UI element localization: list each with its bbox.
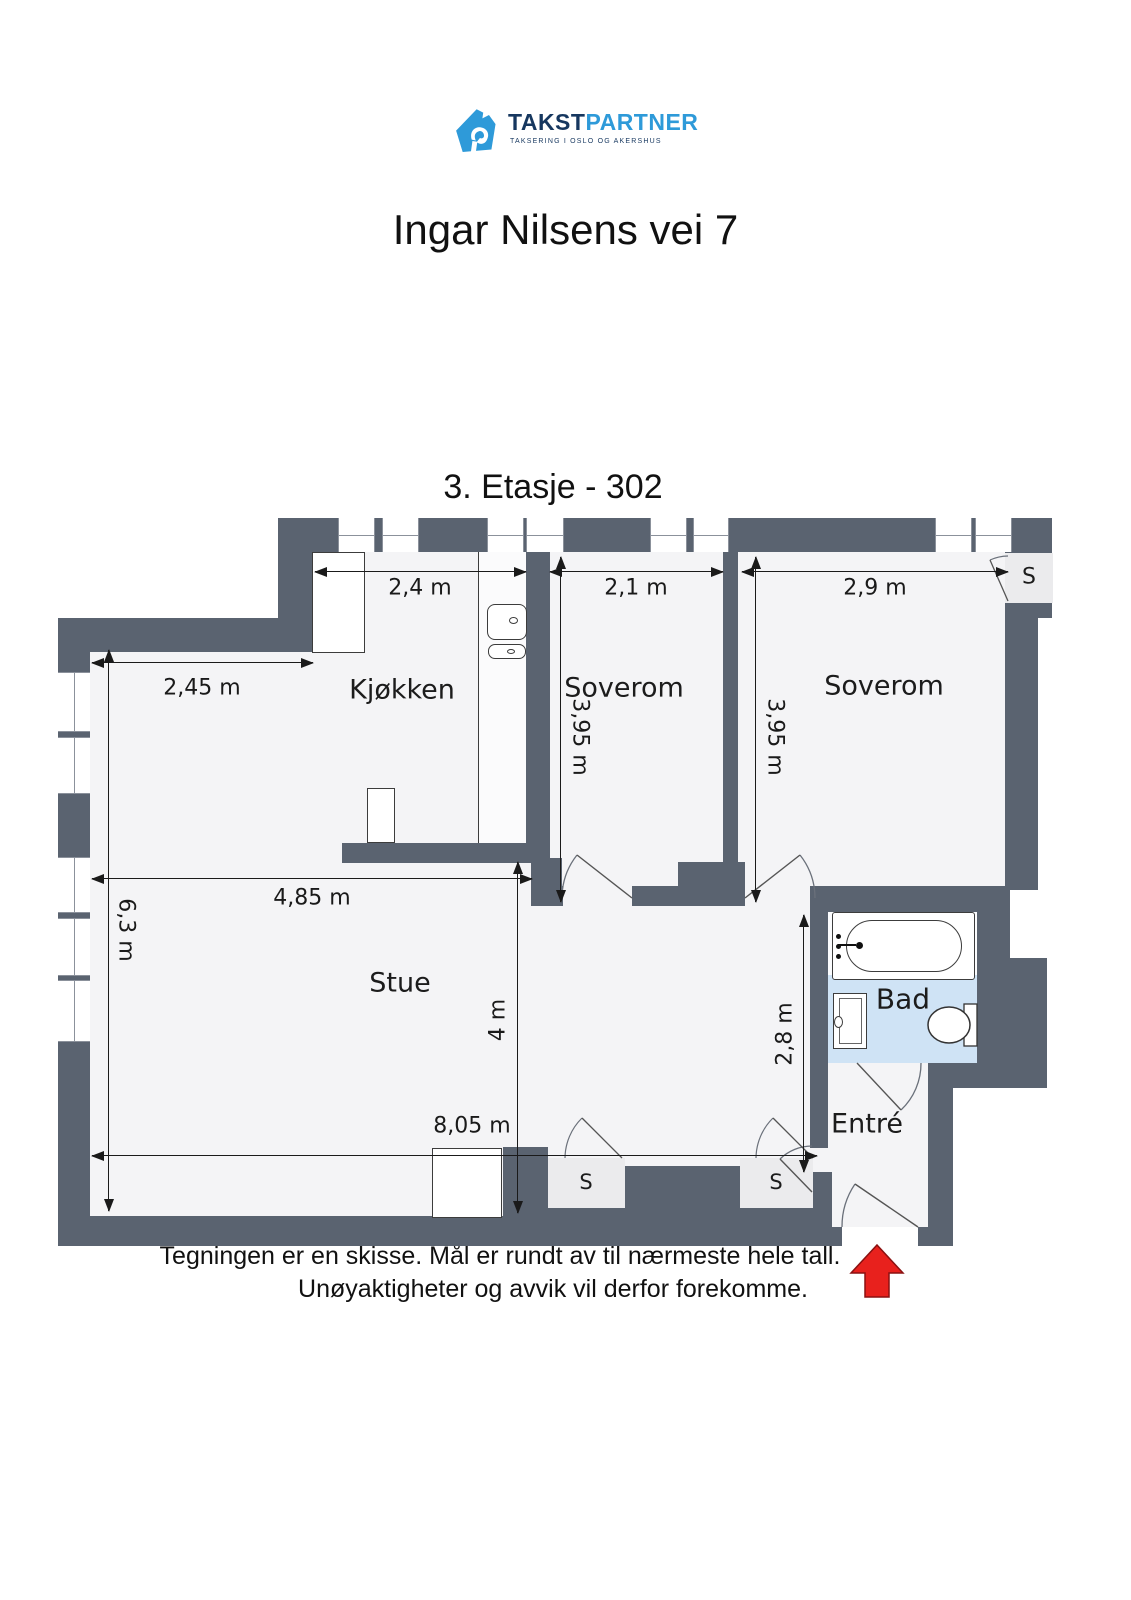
dim-label-total-width: 8,05 m <box>433 1113 511 1139</box>
dim-line-living-height <box>104 649 115 1212</box>
wall-right-bedroom2 <box>1005 604 1038 835</box>
dim-label-nook-width: 2,45 m <box>163 675 241 701</box>
room-label-bath: Bad <box>875 982 931 1016</box>
window-icon <box>58 918 90 976</box>
kitchen-counter-strip <box>478 552 526 843</box>
dim-line-living-width <box>91 874 533 885</box>
closet-label-bottom-mid: S <box>769 1170 783 1194</box>
living-room-floor <box>90 652 526 1218</box>
wall-bath-left <box>810 886 828 1148</box>
bedroom1-floor <box>550 552 723 905</box>
dim-label-entry-height: 2,8 m <box>772 1002 798 1066</box>
wall-bedroom1-bedroom2 <box>723 518 738 868</box>
window-icon <box>338 518 375 552</box>
dim-label-living-width: 4,85 m <box>273 885 351 911</box>
bathtub-inner <box>846 920 962 972</box>
logo-tagline: TAKSERING I OSLO OG AKERSHUS <box>510 138 662 145</box>
kitchen-counter-icon <box>367 788 395 843</box>
window-icon <box>935 518 972 552</box>
logo-door-cutout <box>470 141 478 153</box>
faucet-dot <box>836 944 841 949</box>
wall-entry-right <box>928 1063 953 1246</box>
closet-label-top-right: S <box>1022 564 1036 590</box>
window-icon <box>58 737 90 794</box>
disclaimer-line-2: Unøyaktigheter og avvik vil derfor forek… <box>298 1275 808 1303</box>
dim-line-total-width <box>91 1151 818 1162</box>
window-icon <box>487 518 524 552</box>
window-icon <box>58 857 90 913</box>
room-label-kitchen: Kjøkken <box>349 674 455 706</box>
takstpartner-logo-house-icon <box>452 105 498 153</box>
wall-entrance-post-right <box>918 1227 930 1246</box>
kitchen-sink-icon <box>487 604 527 640</box>
bedroom2-floor <box>738 552 1005 905</box>
dim-line-bedroom1-height <box>556 556 567 903</box>
wall-jamb-mid <box>632 886 678 906</box>
dim-label-living-height: 6,3 m <box>113 898 139 962</box>
logo-wordmark-takst: TAKST <box>508 109 586 135</box>
wall-entrance-post-left <box>825 1227 842 1246</box>
bathtub-drain-dot <box>856 942 863 949</box>
sink-drain-icon <box>507 649 515 654</box>
wall-bath-right-block <box>977 958 1047 1088</box>
dim-line-entry-height <box>799 914 810 1173</box>
dim-line-hall-height <box>513 861 524 1214</box>
bathtub-faucet-icon <box>838 944 856 946</box>
wall-pillar-closet-left <box>503 1147 548 1217</box>
room-label-bedroom1: Soverom <box>564 672 684 704</box>
entry-floor <box>825 1063 928 1227</box>
closet-label-bottom-left: S <box>579 1170 593 1194</box>
dim-line-nook-width <box>91 658 314 669</box>
wall-top-left <box>58 618 312 652</box>
logo-wordmark: TAKSTPARTNER <box>508 109 698 136</box>
logo-wordmark-partner: PARTNER <box>585 109 699 135</box>
wall-between-closets <box>625 1166 740 1246</box>
disclaimer-line-1: Tegningen er en skisse. Mål er rundt av … <box>159 1242 841 1270</box>
dim-label-bedroom2-height: 3,95 m <box>762 698 788 776</box>
dim-line-kitchen-width <box>314 567 527 578</box>
dim-label-kitchen-width: 2,4 m <box>388 575 452 601</box>
window-icon <box>975 518 1012 552</box>
room-label-living: Stue <box>369 967 431 999</box>
faucet-dot <box>836 934 841 939</box>
bath-sink-faucet-icon <box>834 1016 843 1028</box>
faucet-dot <box>836 954 841 959</box>
logo-swirl-cutout <box>471 127 489 144</box>
window-icon <box>526 518 564 552</box>
dim-line-bedroom2-width <box>741 567 1009 578</box>
window-icon <box>58 672 90 732</box>
closet-top-right-floor <box>1005 553 1053 603</box>
room-label-entry: Entré <box>831 1108 903 1140</box>
closet-bottom-left-floor <box>548 1158 625 1208</box>
sink-drain-icon <box>509 617 518 624</box>
room-label-bedroom2: Soverom <box>824 670 944 702</box>
dim-label-bedroom2-width: 2,9 m <box>843 575 907 601</box>
dim-line-bedroom2-height <box>751 556 762 903</box>
wall-tub-right <box>977 905 1010 960</box>
dim-label-bedroom1-width: 2,1 m <box>604 575 668 601</box>
dim-label-hall-height: 4 m <box>485 998 511 1042</box>
dim-label-bedroom1-height: 3,95 m <box>567 698 593 776</box>
page-title: Ingar Nilsens vei 7 <box>392 206 739 253</box>
window-icon <box>382 518 419 552</box>
wall-kitchen-bedroom1 <box>526 518 550 863</box>
floor-label: 3. Etasje - 302 <box>443 468 663 506</box>
window-icon <box>650 518 687 552</box>
wall-right-step <box>1005 835 1038 890</box>
wall-bottom <box>58 1216 538 1246</box>
wall-kitchen-bottom <box>342 843 526 863</box>
dim-line-bedroom1-width <box>549 567 724 578</box>
window-icon <box>58 980 90 1042</box>
window-icon <box>693 518 729 552</box>
fireplace-block <box>432 1148 502 1218</box>
wall-pillar-bedroom-doors <box>678 862 745 906</box>
wall-bath-top <box>828 886 1010 912</box>
